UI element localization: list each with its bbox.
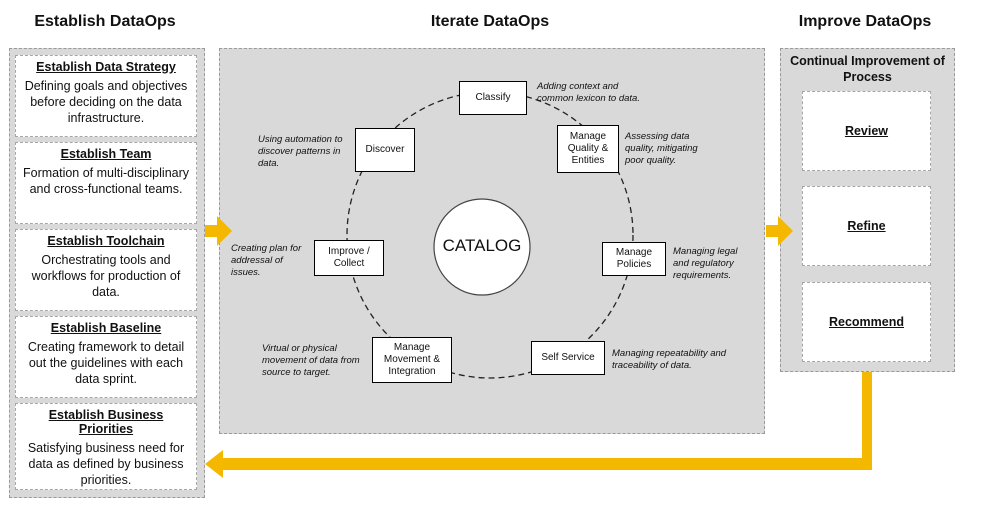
iterate-title: Iterate DataOps bbox=[430, 13, 550, 30]
catalog-circle bbox=[433, 198, 531, 296]
annotation-discover: Using automation to discover patterns in… bbox=[258, 134, 343, 169]
node-discover: Discover bbox=[355, 128, 415, 172]
improve-title: Improve DataOps bbox=[798, 13, 932, 30]
return-arrow bbox=[205, 372, 872, 478]
step-refine: Refine bbox=[802, 186, 931, 266]
node-manage-quality: Manage Quality & Entities bbox=[557, 125, 619, 173]
card-desc: Defining goals and objectives before dec… bbox=[24, 79, 188, 125]
annotation-movement: Virtual or physical movement of data fro… bbox=[262, 343, 360, 378]
arrow-right-1 bbox=[205, 216, 232, 246]
node-classify: Classify bbox=[459, 81, 527, 115]
annotation-self-service: Managing repeatability and traceability … bbox=[612, 348, 727, 371]
card-desc: Satisfying business need for data as def… bbox=[27, 441, 185, 487]
catalog-label: CATALOG bbox=[442, 236, 522, 255]
arrow-right-2 bbox=[766, 216, 793, 246]
establish-title: Establish DataOps bbox=[34, 13, 176, 30]
card-desc: Creating framework to detail out the gui… bbox=[27, 340, 185, 386]
annotation-quality: Assessing data quality, mitigating poor … bbox=[625, 131, 698, 166]
node-improve-collect: Improve / Collect bbox=[314, 240, 384, 276]
card-team: Establish Team Formation of multi-discip… bbox=[15, 142, 197, 224]
improve-panel-title: Continual Improvement of Process bbox=[790, 54, 945, 84]
card-title: Establish Baseline bbox=[50, 321, 162, 335]
node-manage-policies: Manage Policies bbox=[602, 242, 666, 276]
step-recommend: Recommend bbox=[802, 282, 931, 362]
card-title: Establish Team bbox=[60, 147, 152, 161]
step-review: Review bbox=[802, 91, 931, 171]
card-title: Establish Toolchain bbox=[47, 234, 165, 248]
annotation-classify: Adding context and common lexicon to dat… bbox=[537, 81, 640, 104]
card-baseline: Establish Baseline Creating framework to… bbox=[15, 316, 197, 398]
node-self-service: Self Service bbox=[531, 341, 605, 375]
card-data-strategy: Establish Data Strategy Defining goals a… bbox=[15, 55, 197, 137]
annotation-policies: Managing legal and regulatory requiremen… bbox=[673, 246, 738, 281]
card-desc: Formation of multi-disciplinary and cros… bbox=[22, 166, 190, 196]
card-title: Establish Business Priorities bbox=[48, 408, 164, 436]
card-toolchain: Establish Toolchain Orchestrating tools … bbox=[15, 229, 197, 311]
card-title: Establish Data Strategy bbox=[36, 60, 176, 74]
annotation-improve: Creating plan for addressal of issues. bbox=[231, 243, 302, 278]
node-manage-movement: Manage Movement & Integration bbox=[372, 337, 452, 383]
card-desc: Orchestrating tools and workflows for pr… bbox=[31, 253, 181, 299]
card-business-priorities: Establish Business Priorities Satisfying… bbox=[15, 403, 197, 490]
